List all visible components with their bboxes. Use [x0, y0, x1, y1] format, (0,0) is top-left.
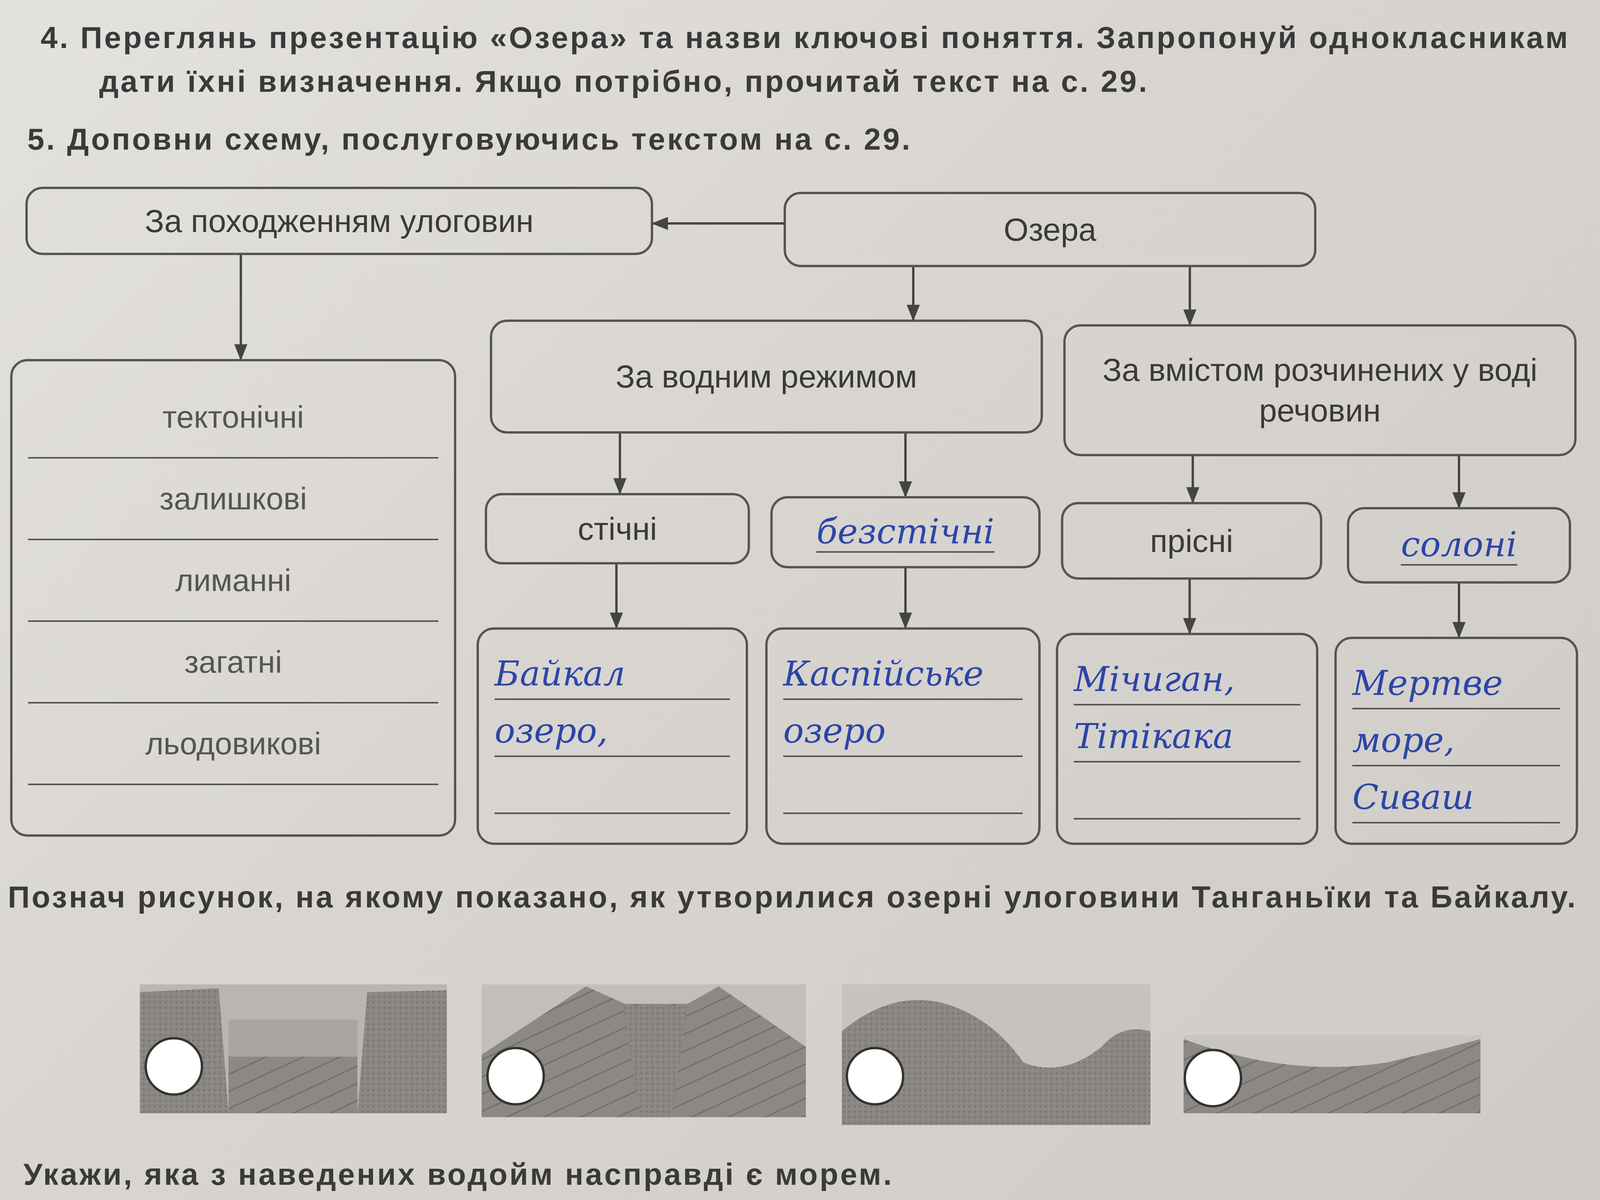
- answer-type-box: безстічні: [770, 496, 1041, 569]
- arrow-connector: [1188, 579, 1192, 633]
- moraine-hills: [841, 1000, 1151, 1125]
- arrow-connector: [1457, 456, 1461, 508]
- type-box: прісні: [1060, 501, 1323, 580]
- basin-floor: [1183, 1039, 1481, 1114]
- box-label: За вмістом розчинених у воді речовин: [1077, 349, 1563, 431]
- handwritten-answer: Мертве море, Сиваш: [1352, 654, 1561, 826]
- box-label: прісні: [1150, 520, 1234, 562]
- category-box: За водним режимом: [489, 319, 1043, 434]
- arrow-connector: [653, 222, 784, 225]
- category-box: За походженням улоговин: [25, 186, 654, 256]
- arrow-connector: [1457, 583, 1461, 637]
- handwritten-answer: солоні: [1400, 525, 1517, 566]
- handwritten-answer: Байкал озеро,: [494, 645, 731, 817]
- figure-ground: [481, 984, 806, 1118]
- arrow-connector: [904, 433, 907, 497]
- glacial-figure: [841, 984, 1151, 1125]
- arrow-connector: [1191, 456, 1195, 502]
- type-box: стічні: [484, 492, 750, 565]
- list-item: лиманні: [28, 540, 439, 622]
- figure-ground: [139, 984, 447, 1114]
- rock-block: [357, 990, 447, 1114]
- list-box: тектонічнізалишковілиманнізагатнільодови…: [10, 358, 457, 837]
- list-item: льодовикові: [28, 703, 439, 786]
- box-label: За водним режимом: [615, 356, 918, 397]
- arrow-connector: [912, 267, 915, 320]
- volcano-figure: [481, 984, 806, 1118]
- arrow-connector: [239, 255, 243, 359]
- list-item: загатні: [28, 621, 439, 704]
- volcano-cone: [481, 986, 806, 1118]
- list-item: залишкові: [28, 458, 439, 541]
- root-box: Озера: [783, 191, 1317, 268]
- figure-ground: [1183, 1035, 1481, 1114]
- handwritten-answer: Мічиган, Тітікака: [1073, 650, 1301, 822]
- arrow-connector: [1188, 267, 1192, 325]
- answer-circle: [145, 1038, 202, 1095]
- box-label: За походженням улоговин: [144, 200, 534, 242]
- rock-block: [139, 988, 229, 1114]
- box-label: стічні: [577, 508, 658, 550]
- figure-ground: [841, 984, 1151, 1125]
- shallow-basin-figure: [1183, 1035, 1481, 1114]
- arrow-connector: [904, 568, 907, 628]
- box-label: Озера: [1003, 209, 1097, 250]
- task-text: Укажи, яка з наведених водойм насправді …: [23, 1152, 1547, 1197]
- example-box: Мічиган, Тітікака: [1055, 632, 1319, 845]
- example-box: Каспійське озеро: [765, 627, 1041, 845]
- lake-water: [228, 1019, 358, 1057]
- handwritten-answer: безстічні: [816, 512, 995, 553]
- task-text: 5. Доповни схему, послуговуючись текстом…: [27, 117, 1551, 161]
- list-item: тектонічні: [28, 376, 439, 459]
- category-box: За вмістом розчинених у воді речовин: [1063, 324, 1577, 457]
- graben-figure: [139, 984, 447, 1114]
- sunken-block: [228, 1056, 358, 1114]
- example-box: Мертве море, Сиваш: [1334, 636, 1579, 845]
- task-text: 4. Переглянь презентацію «Озера» та назв…: [40, 15, 1600, 104]
- answer-type-box: солоні: [1346, 507, 1572, 584]
- volcano-vent: [623, 1005, 688, 1118]
- answer-circle: [846, 1048, 904, 1105]
- answer-circle: [1184, 1050, 1242, 1107]
- example-box: Байкал озеро,: [476, 627, 749, 845]
- task-text: Познач рисунок, на якому показано, як ут…: [7, 875, 1600, 919]
- arrow-connector: [618, 433, 622, 493]
- answer-circle: [487, 1048, 544, 1105]
- handwritten-answer: Каспійське озеро: [783, 645, 1023, 817]
- arrow-connector: [615, 564, 618, 628]
